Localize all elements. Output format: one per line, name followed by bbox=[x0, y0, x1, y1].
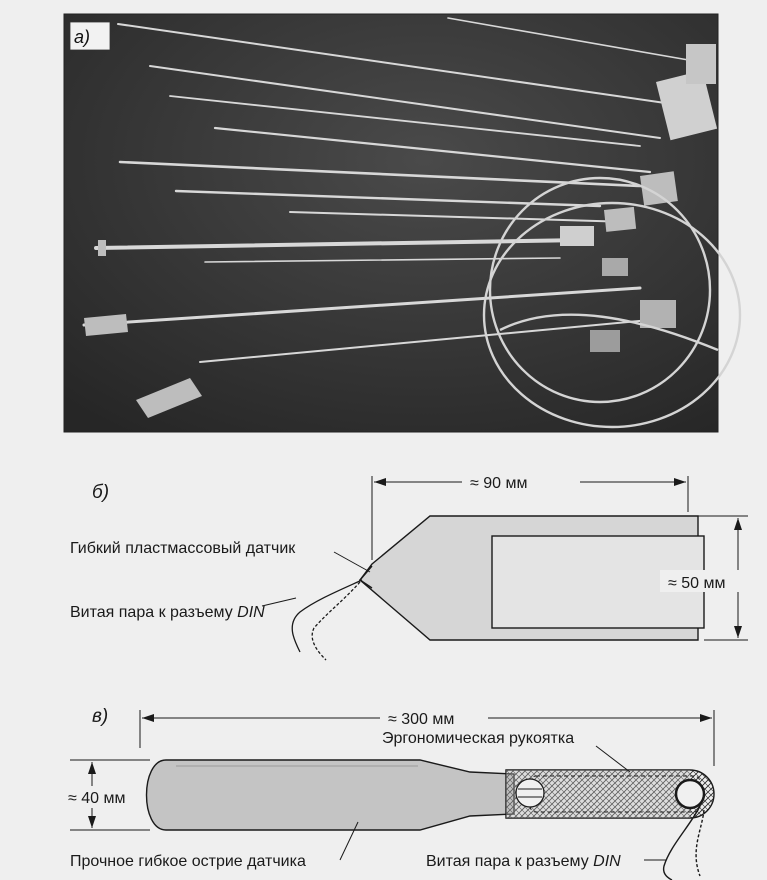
c-dim-width: ≈ 40 мм bbox=[68, 790, 125, 807]
panel-b-letter: б) bbox=[92, 482, 109, 503]
probe-blade bbox=[145, 759, 515, 831]
b-dim-width: ≈ 90 мм bbox=[470, 475, 527, 492]
b-leader-twisted-pair bbox=[261, 597, 297, 607]
b-label-twisted-pair: Витая пара к разъему DIN bbox=[70, 604, 265, 621]
c-twisted-pair-wire-2 bbox=[695, 809, 705, 877]
b-label-sensor: Гибкий пластмассовый датчик bbox=[70, 540, 296, 557]
c-label-tip: Прочное гибкое острие датчика bbox=[70, 853, 306, 870]
panel-a-photo: а) bbox=[63, 13, 742, 433]
panel-c-diagram: в) ≈ 300 мм ≈ 40 мм Эргономическая рукоя… bbox=[66, 706, 715, 880]
probe-heads bbox=[84, 44, 718, 418]
panel-a-letter-box bbox=[69, 21, 111, 51]
panel-a-letter: а) bbox=[74, 27, 90, 47]
b-leader-sensor bbox=[333, 551, 371, 573]
panel-b-diagram: б) ≈ 90 мм ≈ 50 мм Гибкий пластмассовый … bbox=[70, 470, 748, 661]
b-twisted-pair-wire-2 bbox=[311, 581, 361, 661]
c-twisted-pair-wire-1 bbox=[662, 805, 701, 880]
c-label-handle: Эргономическая рукоятка bbox=[382, 730, 574, 747]
handle-rivet bbox=[515, 778, 545, 808]
handle-ring bbox=[674, 778, 706, 810]
b-dim-height: ≈ 50 мм bbox=[668, 575, 725, 592]
coiled-cables bbox=[482, 176, 742, 429]
b-twisted-pair-wire-1 bbox=[291, 579, 363, 653]
c-dim-length: ≈ 300 мм bbox=[388, 711, 454, 728]
c-label-twisted-pair: Витая пара к разъему DIN bbox=[426, 853, 621, 870]
c-leader-tip bbox=[339, 821, 359, 861]
probe-handle bbox=[505, 769, 715, 819]
c-leader-handle bbox=[595, 745, 631, 773]
panel-c-letter: в) bbox=[92, 706, 108, 727]
